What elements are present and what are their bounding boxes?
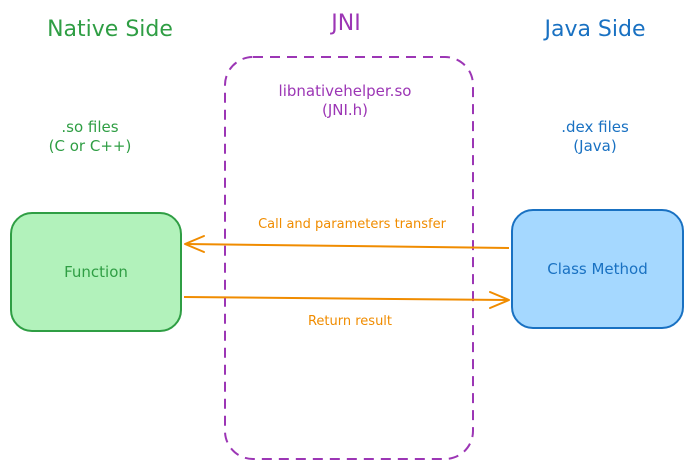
return-arrow bbox=[183, 291, 510, 309]
java-files-line2: (Java) bbox=[573, 136, 617, 155]
java-files-label: .dex files (Java) bbox=[520, 118, 670, 156]
function-box-label: Function bbox=[64, 263, 128, 281]
native-files-label: .so files (C or C++) bbox=[20, 118, 160, 156]
class-method-box-label: Class Method bbox=[547, 260, 648, 278]
jni-library-label: libnativehelper.so (JNI.h) bbox=[250, 82, 440, 120]
class-method-box: Class Method bbox=[511, 209, 684, 329]
java-files-line1: .dex files bbox=[561, 118, 629, 136]
java-side-heading: Java Side bbox=[544, 17, 646, 42]
native-files-line2: (C or C++) bbox=[48, 136, 132, 155]
jni-library-line1: libnativehelper.so bbox=[278, 82, 412, 100]
return-arrow-label: Return result bbox=[307, 314, 393, 329]
call-arrow-label: Call and parameters transfer bbox=[258, 217, 446, 232]
native-side-heading: Native Side bbox=[47, 17, 173, 42]
call-arrow bbox=[184, 235, 510, 253]
native-files-line1: .so files bbox=[61, 118, 119, 136]
function-box: Function bbox=[10, 212, 182, 332]
jni-heading: JNI bbox=[331, 11, 361, 36]
jni-library-line2: (JNI.h) bbox=[321, 100, 369, 119]
jni-boundary bbox=[224, 56, 474, 460]
